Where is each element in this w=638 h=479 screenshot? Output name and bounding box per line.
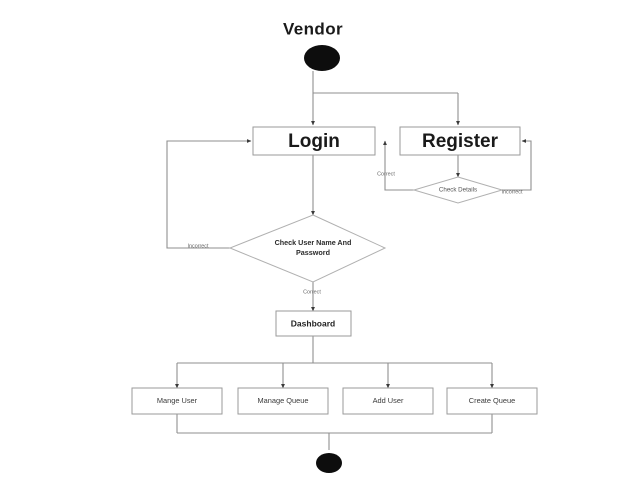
node-action-label: Create Queue	[469, 396, 515, 405]
edge-details-correct-to-login	[383, 140, 414, 191]
edge-label-credentials-correct: Correct	[303, 289, 321, 295]
edge-details-incorrect-to-register	[502, 139, 532, 191]
node-login[interactable]: Login	[252, 126, 376, 156]
start-node	[304, 45, 340, 71]
edge-credentials-incorrect-to-login	[166, 139, 252, 249]
node-dashboard[interactable]: Dashboard	[275, 310, 352, 337]
node-action-label: Manage Queue	[258, 396, 309, 405]
node-check-details[interactable]: Check Details	[412, 176, 504, 204]
node-check-credentials-line1: Check User Name And	[275, 238, 352, 247]
node-check-credentials[interactable]: Check User Name And Password	[228, 214, 387, 283]
node-check-credentials-line2: Password	[296, 248, 330, 257]
node-register-label: Register	[422, 131, 499, 152]
edge-label-details-correct: Correct	[377, 171, 395, 177]
node-action-create-queue[interactable]: Create Queue	[446, 387, 538, 415]
end-node	[316, 453, 342, 473]
diagram-title: Vendor	[283, 19, 343, 38]
node-login-label: Login	[288, 131, 340, 152]
node-action-add-user[interactable]: Add User	[342, 387, 434, 415]
node-check-details-label: Check Details	[439, 187, 477, 194]
node-action-label: Mange User	[157, 396, 198, 405]
node-action-label: Add User	[373, 396, 404, 405]
edge-label-details-incorrect: Incorrect	[502, 189, 523, 195]
node-register[interactable]: Register	[399, 126, 521, 156]
node-action-manage-user[interactable]: Mange User	[131, 387, 223, 415]
node-dashboard-label: Dashboard	[291, 318, 335, 328]
node-action-manage-queue[interactable]: Manage Queue	[237, 387, 329, 415]
edge-label-credentials-incorrect: Incorrect	[188, 243, 209, 249]
